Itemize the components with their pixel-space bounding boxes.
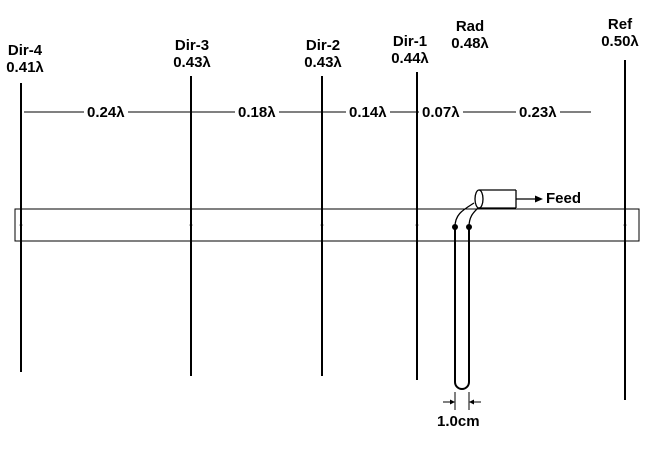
element-name: Dir-1 xyxy=(392,33,428,50)
gap-label: 1.0cm xyxy=(437,413,480,430)
label-dir-3: Dir-3 0.43λ xyxy=(169,37,215,71)
label-dir-2: Dir-2 0.43λ xyxy=(300,37,346,71)
label-dir-4: Dir-4 0.41λ xyxy=(2,42,48,76)
radiator-folded-dipole xyxy=(454,227,470,390)
spacing-label: 0.23λ xyxy=(516,104,560,121)
feed-label: Feed xyxy=(546,190,582,207)
boom xyxy=(14,208,640,242)
element-length: 0.43λ xyxy=(173,54,211,71)
element-length: 0.48λ xyxy=(451,35,489,52)
element-length: 0.50λ xyxy=(601,33,639,50)
gap-dimension-marker xyxy=(443,392,481,410)
element-name: Dir-4 xyxy=(7,42,43,59)
spacing-label: 0.24λ xyxy=(84,104,128,121)
element-length: 0.41λ xyxy=(6,59,44,76)
element-length: 0.44λ xyxy=(391,50,429,67)
element-name: Dir-2 xyxy=(305,37,341,54)
feed-arrow xyxy=(516,195,543,203)
element-name: Rad xyxy=(455,18,485,35)
label-dir-1: Dir-1 0.44λ xyxy=(387,33,433,67)
spacing-label: 0.07λ xyxy=(419,104,463,121)
element-length: 0.43λ xyxy=(304,54,342,71)
label-ref: Ref 0.50λ xyxy=(597,16,643,50)
boom-attach-points xyxy=(19,223,627,227)
element-name: Dir-3 xyxy=(174,37,210,54)
element-name: Ref xyxy=(607,16,633,33)
label-rad: Rad 0.48λ xyxy=(447,18,493,52)
spacing-label: 0.14λ xyxy=(346,104,390,121)
spacing-label: 0.18λ xyxy=(235,104,279,121)
